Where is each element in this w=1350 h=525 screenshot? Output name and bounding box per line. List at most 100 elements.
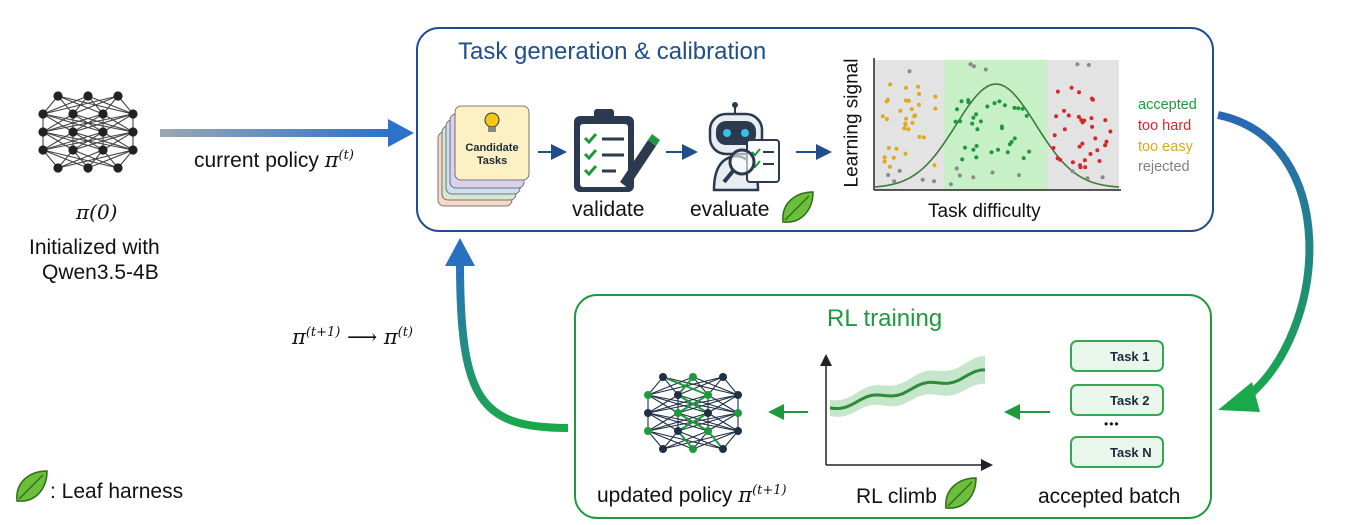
climb-curve: [829, 368, 986, 411]
accepted-point: [1005, 150, 1010, 155]
candidate-tasks-stack: [437, 105, 530, 207]
update-rule: π(t+1) ⟶ π(t): [292, 325, 414, 349]
too-easy-point: [887, 164, 892, 169]
rejected-point: [932, 179, 936, 184]
accepted-point: [978, 119, 983, 124]
network-edge: [677, 394, 709, 414]
network-node: [83, 91, 93, 101]
network-node: [83, 163, 93, 173]
current-policy-label: current policy π(t): [194, 148, 354, 172]
accepted-point: [953, 119, 958, 124]
network-edge: [707, 394, 739, 414]
network-edge: [102, 113, 134, 133]
too-easy-point: [905, 98, 910, 103]
too-hard-point: [1080, 141, 1085, 146]
too-hard-point: [1055, 89, 1060, 94]
accepted-point: [966, 98, 971, 103]
network-edge: [42, 131, 134, 151]
network-node: [659, 445, 667, 453]
lightbulb-icon: [484, 112, 500, 132]
chart-y-label: Learning signal: [841, 58, 863, 188]
too-hard-point: [1093, 136, 1098, 141]
accepted-band: [944, 60, 1047, 190]
accepted-point: [996, 147, 1000, 152]
rejected-point: [948, 182, 953, 187]
too-hard-point: [1095, 148, 1100, 153]
update-return-arrow: [445, 238, 569, 432]
too-easy-point: [886, 146, 891, 150]
network-node: [128, 127, 138, 137]
too-hard-point: [1077, 144, 1082, 149]
too-hard-point: [1058, 157, 1063, 162]
too-hard-point: [1082, 158, 1087, 163]
accepted-point: [974, 155, 979, 160]
network-edge: [647, 376, 694, 396]
network-edge: [677, 376, 724, 396]
network-node: [734, 391, 742, 399]
network-node: [704, 409, 712, 417]
accepted-batch-label: accepted batch: [1038, 485, 1181, 508]
network-edge: [647, 412, 709, 432]
accepted-point: [975, 127, 980, 132]
accepted-point: [955, 107, 959, 112]
network-edge: [42, 95, 119, 115]
too-hard-point: [1083, 165, 1088, 170]
network-edge: [707, 412, 739, 432]
too-easy-point: [910, 120, 915, 125]
network-node: [674, 427, 682, 435]
network-node: [113, 163, 123, 173]
too-hard-point: [1062, 108, 1066, 113]
too-hard-point: [1097, 159, 1102, 163]
too-hard-point: [1077, 90, 1081, 95]
network-node: [674, 391, 682, 399]
network-node: [68, 127, 78, 137]
network-node: [734, 409, 742, 417]
too-hard-point: [1052, 133, 1057, 138]
rejected-point: [971, 64, 976, 69]
network-node: [38, 109, 48, 119]
too-easy-point: [933, 106, 938, 111]
task-ellipsis: •••: [1104, 417, 1120, 431]
too-hard-point: [1108, 129, 1113, 134]
network-node: [674, 409, 682, 417]
too-easy-point: [903, 121, 908, 126]
accepted-point: [997, 99, 1002, 104]
network-edge: [42, 113, 134, 133]
too-easy-point: [902, 126, 907, 131]
too-hard-point: [1103, 118, 1108, 123]
network-node: [98, 145, 108, 155]
network-node: [644, 391, 652, 399]
too-easy-point: [891, 155, 896, 160]
accepted-point: [1021, 156, 1026, 161]
network-node: [644, 427, 652, 435]
too-hard-point: [1088, 152, 1093, 156]
network-edge: [42, 131, 104, 151]
updated-policy-label: updated policy π(t+1): [597, 483, 787, 507]
legend-accepted: accepted: [1138, 97, 1197, 113]
network-edge: [57, 149, 134, 169]
rejected-point: [1085, 176, 1090, 181]
too-hard-point: [1090, 124, 1095, 129]
too-easy-point: [882, 155, 887, 160]
too-easy-point: [880, 114, 885, 119]
network-edge: [677, 412, 739, 432]
initial-policy-line1: Initialized with: [29, 236, 160, 259]
too-easy-point: [913, 113, 917, 118]
too-easy-point: [888, 82, 893, 87]
too-easy-point: [904, 85, 909, 90]
task-generation-title: Task generation & calibration: [458, 38, 767, 65]
accepted-point: [1027, 149, 1032, 154]
initial-network-icon: [38, 91, 138, 173]
accepted-point: [958, 119, 963, 124]
too-hard-point: [1090, 97, 1095, 102]
accepted-point: [1012, 105, 1017, 110]
rejected-point: [886, 173, 891, 177]
too-easy-point: [933, 94, 938, 99]
rejected-point: [1017, 173, 1021, 178]
network-edge: [42, 131, 74, 151]
accepted-point: [1002, 103, 1007, 108]
too-hard-band: [1047, 60, 1119, 190]
validate-label: validate: [572, 198, 645, 221]
network-edge: [647, 394, 709, 414]
too-easy-point: [898, 108, 903, 113]
